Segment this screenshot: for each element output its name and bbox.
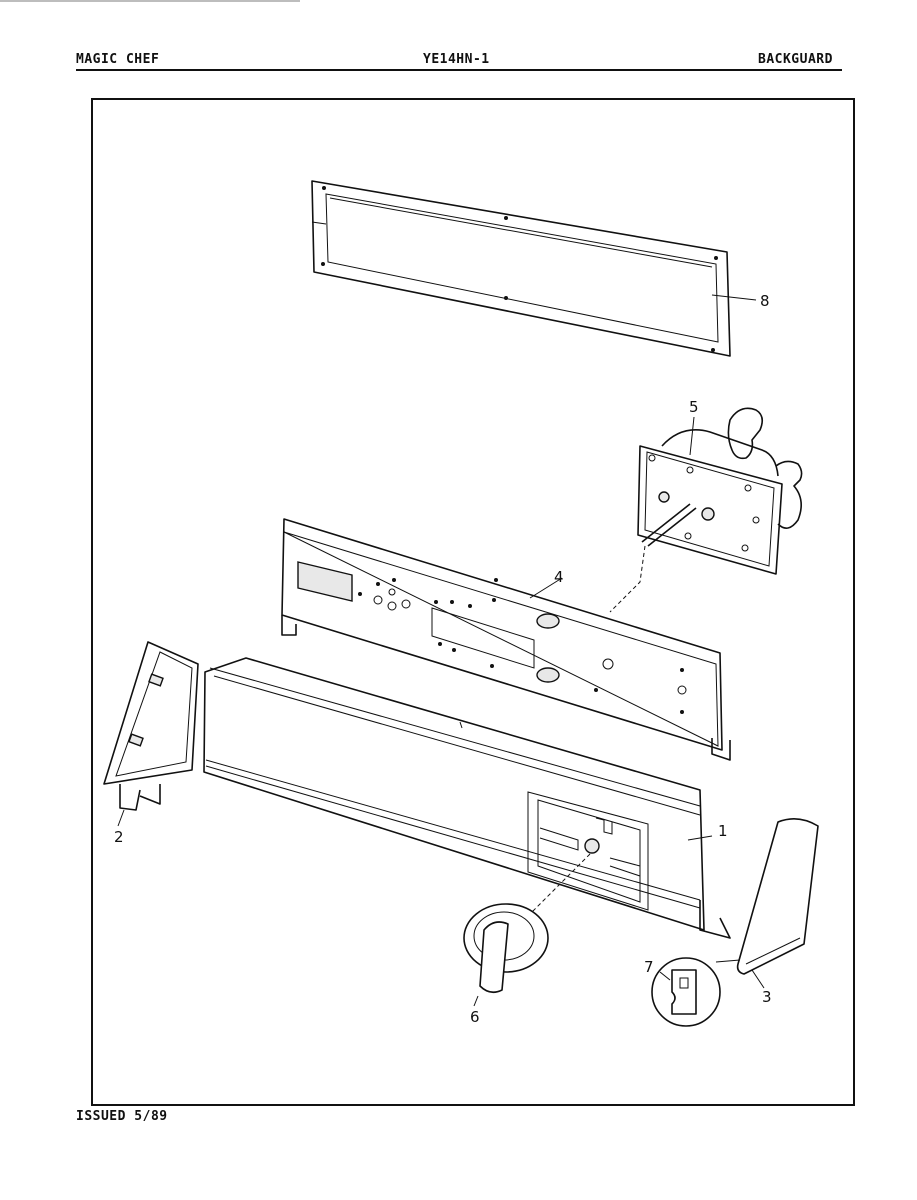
section-title: BACKGUARD xyxy=(758,52,833,67)
part-8-trim-panel xyxy=(311,180,757,357)
brand-title: MAGIC CHEF xyxy=(76,52,160,67)
part-5-timer-clock xyxy=(637,407,803,575)
callout-4: 4 xyxy=(554,568,564,586)
callout-1: 1 xyxy=(718,822,728,840)
header-rule xyxy=(76,69,842,71)
callout-5: 5 xyxy=(689,398,699,416)
callout-2: 2 xyxy=(114,828,124,846)
part-7-clip-detail xyxy=(651,957,741,1027)
scan-edge-line xyxy=(0,0,300,2)
part-3-right-endcap xyxy=(736,818,819,989)
part-4-control-bracket xyxy=(281,518,731,761)
callout-8: 8 xyxy=(760,292,770,310)
part-2-left-endcap xyxy=(103,641,199,827)
part-6-control-knob xyxy=(463,903,549,1007)
part-1-backguard xyxy=(203,657,731,939)
diagram-frame xyxy=(91,98,855,1106)
model-number: YE14HN-1 xyxy=(423,52,490,67)
callout-6: 6 xyxy=(470,1008,480,1026)
callout-7: 7 xyxy=(644,958,654,976)
callout-3: 3 xyxy=(762,988,772,1006)
issued-date: ISSUED 5/89 xyxy=(76,1109,168,1124)
